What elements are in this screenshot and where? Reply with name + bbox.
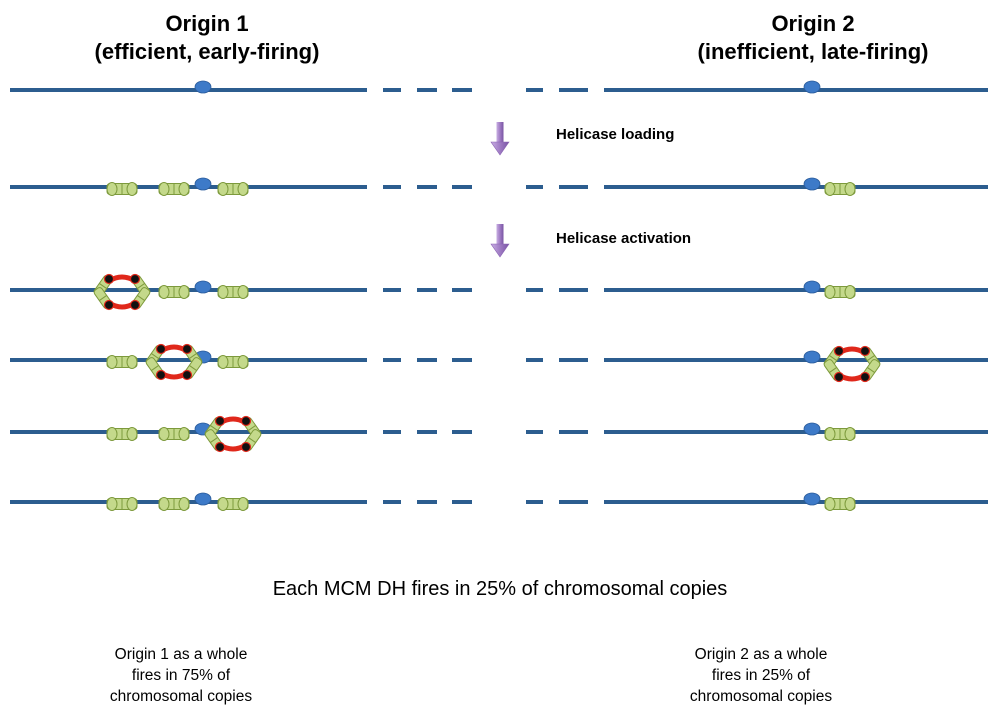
origin2-site bbox=[803, 280, 821, 294]
origin1-mcm-double-hexamer bbox=[106, 497, 138, 511]
origin2-note: Origin 2 as a whole fires in 25% of chro… bbox=[641, 644, 881, 707]
origin1-site bbox=[194, 280, 212, 294]
polymerase-dot bbox=[155, 369, 167, 381]
helicase-loading-arrow bbox=[490, 122, 510, 156]
origin2-mcm-double-hexamer bbox=[824, 285, 856, 299]
origin1-site bbox=[194, 177, 212, 191]
polymerase-dot bbox=[859, 371, 871, 383]
origin1-replication-bubble bbox=[145, 343, 203, 381]
helicase-activation-label: Helicase activation bbox=[556, 230, 692, 247]
origin2-note-line2: fires in 25% of bbox=[711, 667, 811, 684]
origin1-mcm-double-hexamer bbox=[217, 285, 249, 299]
origin2-mcm-double-hexamer bbox=[824, 497, 856, 511]
polymerase-dot bbox=[181, 369, 193, 381]
origin2-subtitle: (inefficient, late-firing) bbox=[697, 39, 929, 64]
origin1-replication-bubble bbox=[204, 415, 262, 453]
polymerase-dot bbox=[103, 299, 115, 311]
origin1-site bbox=[194, 80, 212, 94]
origin1-heading: Origin 1 (efficient, early-firing) bbox=[37, 10, 377, 66]
origin1-mcm-double-hexamer bbox=[217, 182, 249, 196]
origin1-note-line3: chromosomal copies bbox=[109, 688, 253, 705]
origin2-site bbox=[803, 422, 821, 436]
origin2-site bbox=[803, 350, 821, 364]
origin2-mcm-double-hexamer bbox=[824, 182, 856, 196]
helicase-activation-arrow bbox=[490, 224, 510, 258]
origin1-mcm-double-hexamer bbox=[158, 285, 190, 299]
origin1-replication-bubble bbox=[93, 273, 151, 311]
origin2-title: Origin 2 bbox=[771, 11, 855, 36]
origin1-mcm-double-hexamer bbox=[106, 427, 138, 441]
origin1-mcm-double-hexamer bbox=[217, 355, 249, 369]
origin2-site bbox=[803, 492, 821, 506]
origin1-site bbox=[194, 492, 212, 506]
origin2-mcm-double-hexamer bbox=[824, 427, 856, 441]
origin1-subtitle: (efficient, early-firing) bbox=[94, 39, 320, 64]
origin2-replication-bubble bbox=[823, 345, 881, 383]
polymerase-dot bbox=[181, 343, 193, 355]
polymerase-dot bbox=[155, 343, 167, 355]
polymerase-dot bbox=[129, 299, 141, 311]
polymerase-dot bbox=[240, 441, 252, 453]
polymerase-dot bbox=[240, 415, 252, 427]
helicase-loading-label: Helicase loading bbox=[556, 126, 675, 143]
origin2-note-line1: Origin 2 as a whole bbox=[694, 646, 828, 663]
origin1-mcm-double-hexamer bbox=[217, 497, 249, 511]
origin1-note-line1: Origin 1 as a whole bbox=[114, 646, 248, 663]
polymerase-dot bbox=[833, 345, 845, 357]
origin2-site bbox=[803, 80, 821, 94]
origin1-note: Origin 1 as a whole fires in 75% of chro… bbox=[61, 644, 301, 707]
polymerase-dot bbox=[129, 273, 141, 285]
origin1-mcm-double-hexamer bbox=[106, 355, 138, 369]
polymerase-dot bbox=[214, 415, 226, 427]
polymerase-dot bbox=[214, 441, 226, 453]
origin1-mcm-double-hexamer bbox=[106, 182, 138, 196]
origin1-mcm-double-hexamer bbox=[158, 182, 190, 196]
polymerase-dot bbox=[833, 371, 845, 383]
polymerase-dot bbox=[103, 273, 115, 285]
polymerase-dot bbox=[859, 345, 871, 357]
summary-text: Each MCM DH fires in 25% of chromosomal … bbox=[272, 578, 728, 600]
origin2-heading: Origin 2 (inefficient, late-firing) bbox=[643, 10, 983, 66]
origin1-mcm-double-hexamer bbox=[158, 497, 190, 511]
origin2-note-line3: chromosomal copies bbox=[689, 688, 833, 705]
origin2-site bbox=[803, 177, 821, 191]
origin1-mcm-double-hexamer bbox=[158, 427, 190, 441]
origin1-title: Origin 1 bbox=[165, 11, 249, 36]
origin1-note-line2: fires in 75% of bbox=[131, 667, 231, 684]
